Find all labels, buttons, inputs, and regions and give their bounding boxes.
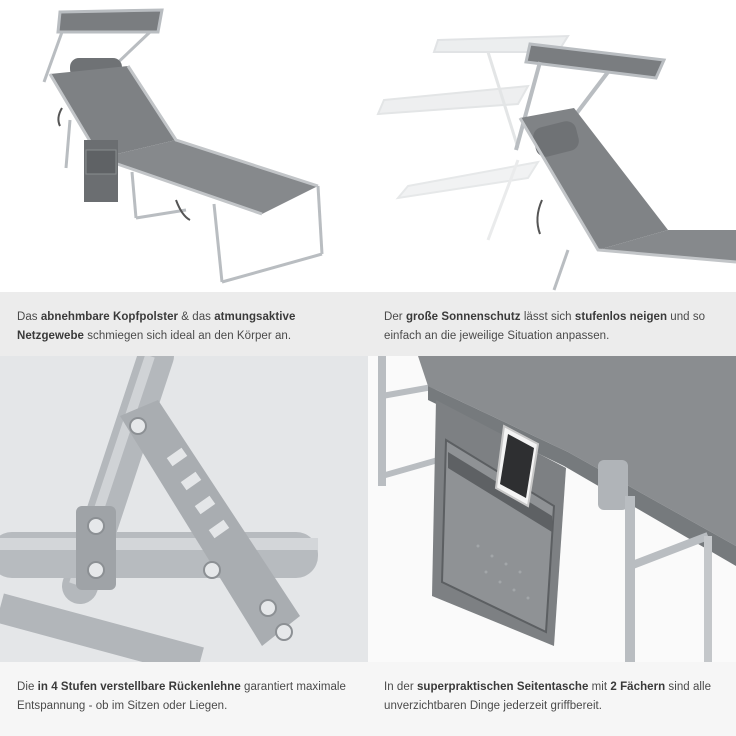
sunshade-adjust-image [368, 0, 736, 292]
lounger-overview-image [0, 0, 368, 292]
caption-text: garantiert maximale Entspannung - ob im … [17, 681, 346, 712]
caption-highlight: 2 Fächern [610, 681, 666, 693]
caption-text: In der [384, 681, 417, 693]
caption-highlight: stufenlos neigen [574, 311, 668, 323]
caption-text: und so einfach an die jeweilige Situatio… [384, 311, 706, 342]
caption-text: Der [384, 311, 406, 323]
caption-highlight: superpraktischen Seitentasche [416, 681, 589, 693]
caption-band-top [0, 292, 736, 356]
caption-text: & das [178, 311, 215, 323]
caption-text: schmiegen sich ideal an den Körper an. [83, 330, 292, 342]
caption-highlight: abnehmbare Kopfpolster [40, 311, 179, 323]
caption-text: Die [17, 681, 38, 693]
caption-backrest: Die in 4 Stufen verstellbare Rückenlehne… [17, 678, 357, 716]
caption-side-pocket: In der superpraktischen Seitentasche mit… [384, 678, 724, 716]
caption-highlight: große Sonnenschutz [405, 311, 521, 323]
caption-headrest: Das abnehmbare Kopfpolster & das atmungs… [17, 308, 357, 346]
caption-text: Das [17, 311, 41, 323]
caption-text: lässt sich [520, 311, 575, 323]
caption-text: sind alle unverzichtbaren Dinge jederzei… [384, 681, 712, 712]
caption-highlight: in 4 Stufen verstellbare Rückenlehne [37, 681, 241, 693]
caption-highlight: atmungsaktive Netzgewebe [17, 311, 296, 342]
backrest-mechanism-image [0, 356, 368, 662]
side-pocket-image [368, 356, 736, 662]
caption-text: mit [588, 681, 611, 693]
caption-band-bottom [0, 662, 736, 736]
caption-sunshade: Der große Sonnenschutz lässt sich stufen… [384, 308, 724, 346]
